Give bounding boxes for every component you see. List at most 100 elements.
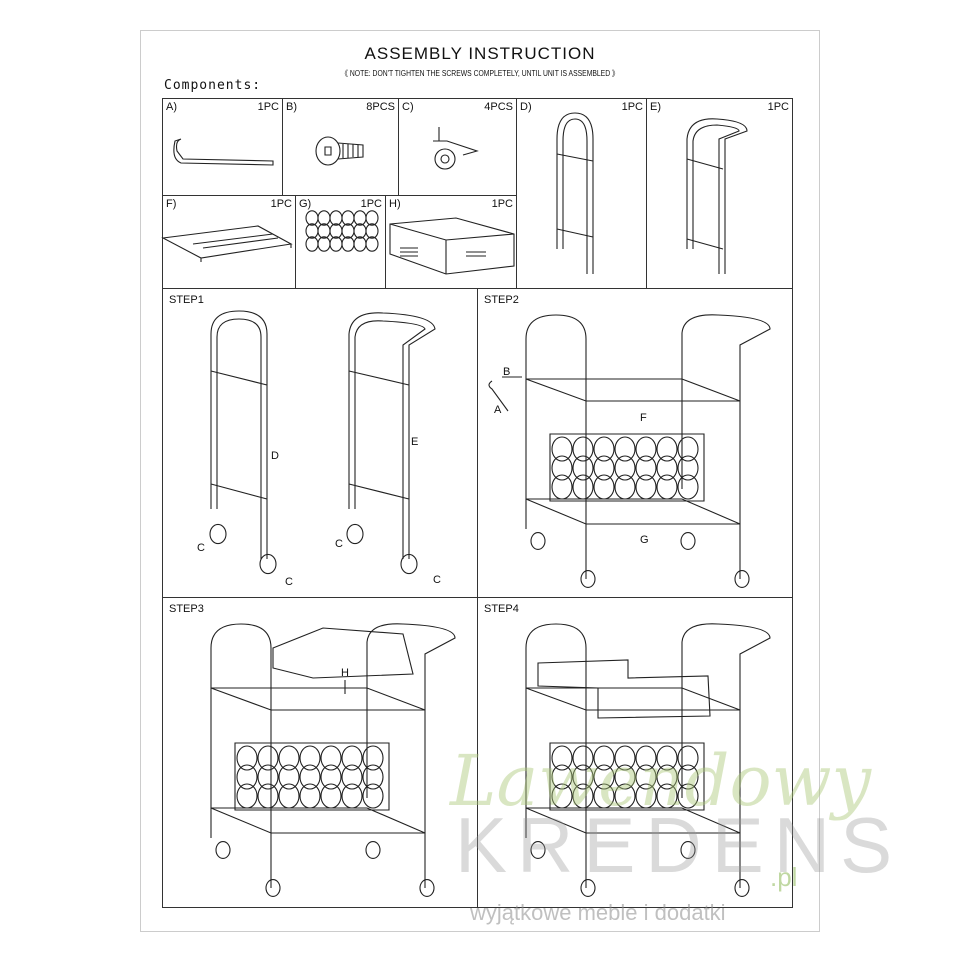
bottle-slot (551, 783, 573, 809)
bottle-slot (317, 223, 331, 239)
bottle-slot (365, 210, 379, 226)
bottle-slot (329, 223, 343, 239)
bottle-slot (635, 436, 657, 462)
bottle-slot (593, 745, 615, 771)
bottle-slot (362, 745, 384, 771)
component-qty: 1PC (360, 198, 382, 210)
component-label: G) (299, 198, 312, 210)
bottle-slot (329, 210, 343, 226)
components-heading: Components: (164, 78, 262, 93)
bottle-slot (677, 436, 699, 462)
bottle-slot (572, 764, 594, 790)
bottle-slot (236, 745, 258, 771)
bottle-slot (265, 879, 281, 897)
bottle-slot (320, 764, 342, 790)
bottle-slot (593, 436, 615, 462)
bottle-slot (365, 223, 379, 239)
bottle-slot (236, 783, 258, 809)
bottle-slot (365, 841, 381, 859)
bottle-slot (593, 474, 615, 500)
component-g-wine-rack: G) 1PC (295, 195, 386, 289)
side-frame-e-icon (686, 118, 748, 274)
bottle-slot (551, 436, 573, 462)
callout-b: B (503, 366, 510, 378)
svg-text:C: C (433, 574, 441, 586)
wine-rack-icon (305, 210, 379, 252)
component-qty: 1PC (767, 101, 789, 113)
bottle-slot (341, 783, 363, 809)
component-label: B) (286, 101, 297, 113)
component-qty: 1PC (491, 198, 513, 210)
bottle-slot (680, 841, 696, 859)
bottle-slot (419, 879, 435, 897)
step-title: STEP1 (169, 294, 204, 306)
component-qty: 8PCS (366, 101, 395, 113)
bottle-slot (341, 223, 355, 239)
top-tray-icon (389, 217, 515, 275)
component-a-allen-key: A)1PC (162, 98, 283, 196)
bottle-slot (593, 764, 615, 790)
bottle-slot (656, 783, 678, 809)
bottle-slot (305, 210, 319, 226)
bottle-slot (317, 236, 331, 252)
bottle-slot (299, 764, 321, 790)
caster-wheel-icon (433, 127, 479, 170)
bottle-slot (677, 745, 699, 771)
component-b-screw: B) 8PCS (282, 98, 399, 196)
component-label: E) (650, 101, 661, 113)
bottle-slot (299, 783, 321, 809)
bottle-slot (572, 474, 594, 500)
watermark-tld: .pl (770, 862, 798, 892)
allen-key-icon (173, 138, 274, 166)
bottle-slot (257, 745, 279, 771)
bottle-slot (614, 783, 636, 809)
bottle-slot (551, 474, 573, 500)
step-title: STEP3 (169, 603, 204, 615)
bottle-slot (257, 764, 279, 790)
bottle-slot (320, 783, 342, 809)
bottle-slot (305, 223, 319, 239)
component-label: C) (402, 101, 414, 113)
bottle-slot (353, 210, 367, 226)
screw-icon (315, 136, 364, 166)
bottle-slot (635, 783, 657, 809)
bottle-slot (400, 553, 418, 575)
watermark-script: Lawendowy (450, 740, 872, 822)
bottle-slot (572, 436, 594, 462)
bottle-slot (257, 783, 279, 809)
bottle-slot (259, 553, 277, 575)
watermark-brand: KREDENS (455, 801, 903, 889)
bottle-slot (572, 455, 594, 481)
component-qty: 1PC (270, 198, 292, 210)
component-qty: 1PC (257, 101, 279, 113)
bottle-slot (362, 764, 384, 790)
step-2-cart-assembly: BA FG (488, 314, 771, 588)
step-3-tray-placement: H (210, 623, 456, 897)
bottle-slot (614, 436, 636, 462)
bottle-slot (677, 764, 699, 790)
bottle-slot (299, 745, 321, 771)
bottle-slot (346, 523, 364, 545)
bottle-slot (656, 455, 678, 481)
step-4-completed-cart (525, 623, 771, 897)
bottle-slot (341, 745, 363, 771)
bottle-slot (635, 745, 657, 771)
bottle-slot (278, 764, 300, 790)
bottle-slot (278, 783, 300, 809)
bottle-slot (580, 879, 596, 897)
svg-text:C: C (285, 576, 293, 588)
bottle-slot (530, 841, 546, 859)
bottle-slot (635, 474, 657, 500)
bottle-slot (635, 455, 657, 481)
bottle-slot (614, 474, 636, 500)
assembly-note: 《 NOTE: DON'T TIGHTEN THE SCREWS COMPLET… (341, 69, 619, 78)
bottle-slot (656, 436, 678, 462)
bottle-slot (341, 210, 355, 226)
bottle-slot (209, 523, 227, 545)
bottle-slot (215, 841, 231, 859)
bottle-slot (551, 455, 573, 481)
component-h-tray: H)1PC (385, 195, 517, 289)
bottle-slot (362, 783, 384, 809)
callout-f: F (640, 412, 647, 424)
